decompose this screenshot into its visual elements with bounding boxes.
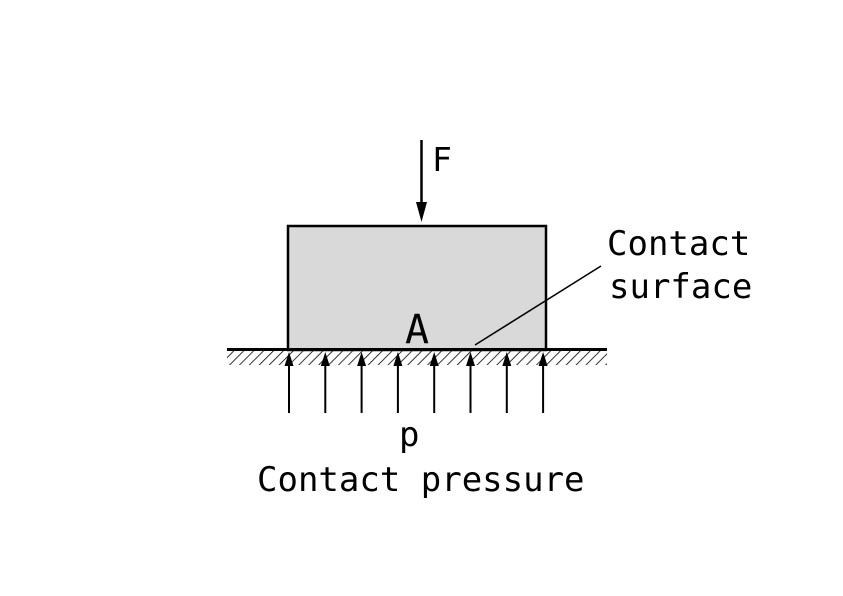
pressure-arrow-head [466,352,475,366]
pressure-arrow-head [538,352,548,366]
contact-surface-label: Contact surface [607,224,752,307]
pressure-arrow-head [502,352,512,366]
contact-surface-label-line2: surface [609,267,752,307]
area-label: A [405,307,429,353]
force-label: F [432,140,452,179]
pressure-arrow-head [393,352,403,366]
pressure-arrow-head [357,352,367,366]
contact-surface-label-line1: Contact [607,224,750,264]
pressure-arrow-head [429,352,439,366]
pressure-arrow-head [320,352,330,366]
pressure-symbol-label: p [399,415,419,455]
contact-surface-leader-line [474,265,602,346]
pressure-arrows [284,352,548,413]
contact-pressure-label: Contact pressure [257,460,585,500]
pressure-arrow-head [284,352,294,366]
ground-hatch [227,351,607,365]
force-arrow-head [416,202,427,222]
force-arrow [416,140,427,222]
